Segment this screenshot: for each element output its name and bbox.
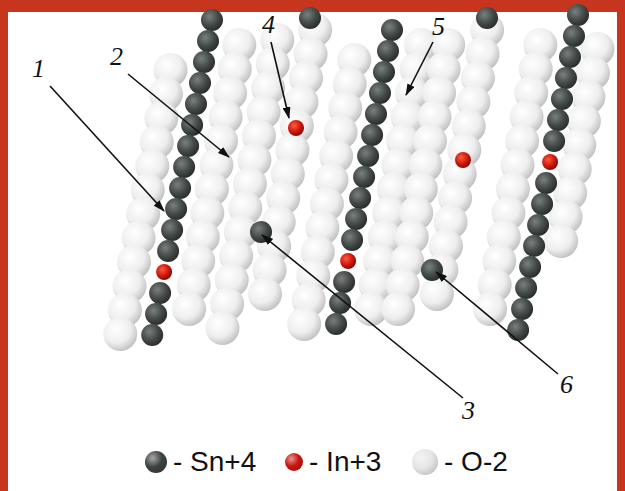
tin-atom — [421, 259, 443, 281]
oxygen-atom — [287, 307, 321, 341]
leader-line — [50, 86, 164, 211]
tin-atom — [567, 4, 589, 26]
callout-number: 2 — [110, 44, 123, 70]
tin-atom — [165, 198, 187, 220]
tin-atom — [329, 292, 351, 314]
tin-atom — [333, 271, 355, 293]
indium-atom — [542, 154, 558, 170]
tin-atom — [353, 166, 375, 188]
tin-atom — [543, 130, 565, 152]
tin-atom — [173, 156, 195, 178]
oxygen-atom — [381, 292, 415, 326]
legend-text: - O-2 — [444, 448, 508, 476]
callout-number: 4 — [262, 12, 275, 38]
tin-atom — [559, 46, 581, 68]
legend-entry: - O-2 — [412, 448, 508, 476]
tin-atom — [177, 135, 199, 157]
tin-atom — [531, 193, 553, 215]
legend-entry: - In+3 — [285, 448, 381, 476]
tin-atom — [157, 240, 179, 262]
tin-atom — [547, 109, 569, 131]
tin-atom — [201, 9, 223, 31]
legend-swatch — [412, 449, 438, 475]
tin-atom — [169, 177, 191, 199]
tin-atom — [365, 103, 387, 125]
leader-line — [262, 235, 463, 398]
tin-atom — [369, 82, 391, 104]
tin-atom — [145, 303, 167, 325]
tin-atom — [299, 7, 321, 29]
tin-atom — [361, 124, 383, 146]
indium-atom — [455, 152, 471, 168]
callout-number: 5 — [432, 14, 445, 40]
legend-text: - Sn+4 — [173, 448, 256, 476]
legend-swatch — [285, 453, 303, 471]
tin-atom — [141, 324, 163, 346]
tin-atom — [535, 172, 557, 194]
oxygen-atom — [544, 224, 578, 258]
tin-atom — [189, 72, 211, 94]
tin-atom — [161, 219, 183, 241]
tin-atom — [476, 7, 498, 29]
tin-atom — [357, 145, 379, 167]
tin-atom — [563, 25, 585, 47]
tin-atom — [507, 319, 529, 341]
leader-line — [406, 42, 433, 95]
tin-atom — [555, 67, 577, 89]
tin-atom — [345, 208, 367, 230]
callout-number: 1 — [32, 56, 45, 82]
tin-atom — [185, 93, 207, 115]
tin-atom — [551, 88, 573, 110]
legend-entry: - Sn+4 — [145, 448, 256, 476]
tin-atom — [349, 187, 371, 209]
tin-atom — [527, 214, 549, 236]
callout-number: 3 — [462, 398, 475, 424]
tin-atom — [341, 229, 363, 251]
oxygen-atom — [473, 292, 507, 326]
tin-atom — [515, 277, 537, 299]
legend-swatch — [145, 451, 167, 473]
tin-atom — [523, 235, 545, 257]
tin-atom — [193, 51, 215, 73]
leader-line — [271, 42, 289, 118]
tin-atom — [377, 40, 399, 62]
leader-line — [128, 74, 229, 157]
tin-atom — [381, 19, 403, 41]
indium-atom — [340, 253, 356, 269]
oxygen-atom — [172, 292, 206, 326]
callout-number: 6 — [560, 372, 573, 398]
tin-atom — [197, 30, 219, 52]
tin-atom — [511, 298, 533, 320]
oxygen-atom — [248, 277, 282, 311]
leader-line — [436, 272, 558, 374]
tin-atom — [149, 282, 171, 304]
oxygen-atom — [206, 311, 240, 345]
indium-atom — [156, 264, 172, 280]
tin-atom — [373, 61, 395, 83]
tin-atom — [325, 313, 347, 335]
indium-atom — [288, 120, 304, 136]
legend-text: - In+3 — [309, 448, 381, 476]
tin-atom — [519, 256, 541, 278]
oxygen-atom — [103, 317, 137, 351]
